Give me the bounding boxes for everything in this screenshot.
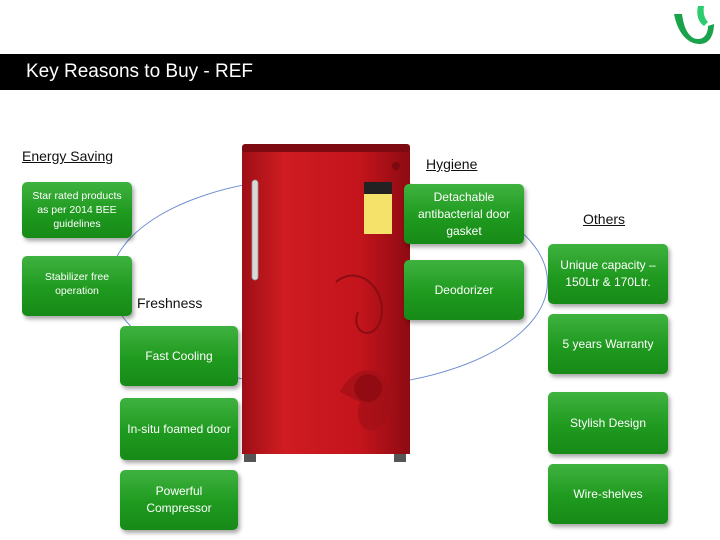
freshness-fast-cooling-box: Fast Cooling — [120, 326, 238, 386]
title-bar: Key Reasons to Buy - REF — [0, 54, 720, 90]
heading-energy-saving: Energy Saving — [22, 148, 114, 164]
freshness-foamed-door-box: In-situ foamed door — [120, 398, 238, 460]
others-stylish-design-box: Stylish Design — [548, 392, 668, 454]
hygiene-deodorizer-box: Deodorizer — [404, 260, 524, 320]
brand-logo-icon — [674, 6, 714, 44]
page-title: Key Reasons to Buy - REF — [26, 61, 254, 82]
hygiene-door-gasket-box: Detachable antibacterial door gasket — [404, 184, 524, 244]
others-wire-shelves-box: Wire-shelves — [548, 464, 668, 524]
freshness-compressor-box: Powerful Compressor — [120, 470, 238, 530]
heading-others: Others — [583, 211, 626, 227]
others-warranty-box: 5 years Warranty — [548, 314, 668, 374]
energy-star-rated-box: Star rated products as per 2014 BEE guid… — [22, 182, 132, 238]
heading-hygiene: Hygiene — [426, 156, 478, 172]
heading-freshness: Freshness — [137, 295, 203, 311]
energy-stabilizer-free-box: Stabilizer free operation — [22, 256, 132, 316]
others-capacity-box: Unique capacity – 150Ltr & 170Ltr. — [548, 244, 668, 304]
refrigerator-image — [242, 144, 410, 462]
